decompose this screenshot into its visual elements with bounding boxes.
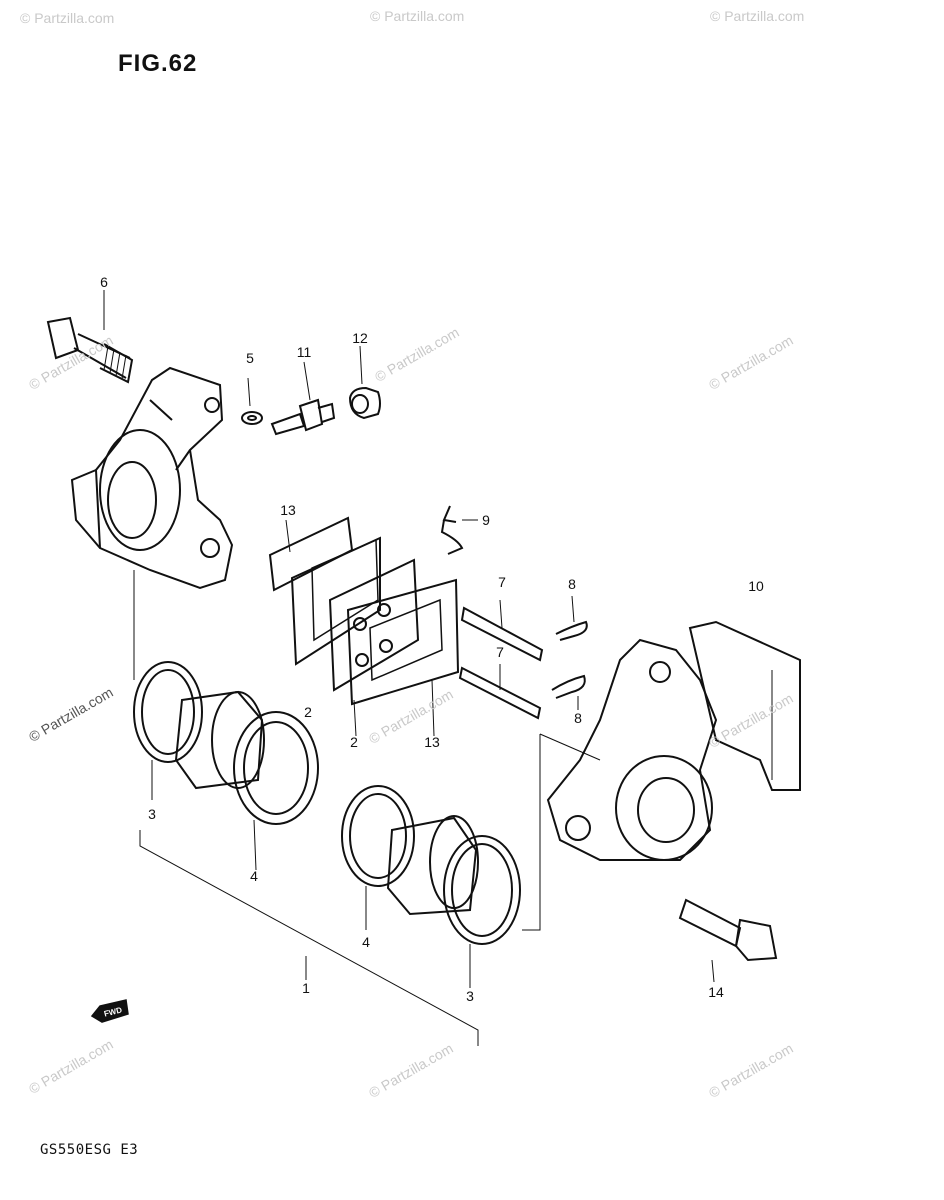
callout-4-left: 4	[250, 868, 258, 884]
callout-13-upper: 13	[280, 502, 296, 518]
cap-12-drawing	[348, 345, 381, 420]
watermark: © Partzilla.com	[370, 8, 465, 24]
center-piston-set-drawing	[341, 785, 521, 988]
fwd-arrow-icon	[90, 999, 129, 1023]
washer-5-drawing	[241, 377, 263, 425]
callout-11: 11	[296, 344, 312, 360]
watermark: © Partzilla.com	[20, 10, 115, 26]
callout-13-lower: 13	[424, 734, 440, 750]
callout-6: 6	[100, 274, 108, 290]
pin-7-upper-drawing	[460, 599, 544, 662]
callout-8-upper: 8	[568, 576, 576, 592]
callout-12: 12	[352, 330, 368, 346]
callout-3-left: 3	[148, 806, 156, 822]
assembly-bracket-lines	[133, 570, 601, 1046]
callout-1: 1	[302, 980, 310, 996]
callout-2-pad: 2	[350, 734, 358, 750]
left-caliper-body-drawing	[70, 366, 234, 590]
bolt-14-drawing	[678, 898, 778, 983]
figure-title: FIG.62	[118, 50, 198, 77]
clip-8-upper-drawing	[555, 595, 588, 641]
callout-5: 5	[246, 350, 254, 366]
pad-spring-9-drawing	[440, 505, 478, 555]
right-caliper-drawing	[546, 620, 801, 861]
left-piston-set-drawing	[133, 661, 319, 871]
bolt-6-drawing	[46, 290, 134, 384]
callout-2-right: 2	[304, 704, 312, 720]
model-code: GS550ESG E3	[40, 1142, 139, 1158]
callout-3-center: 3	[466, 988, 474, 1004]
clip-8-lower-drawing	[551, 674, 586, 710]
watermark: © Partzilla.com	[710, 8, 805, 24]
bleeder-11-drawing	[270, 361, 336, 436]
callout-9: 9	[482, 512, 490, 528]
callout-4-center: 4	[362, 934, 370, 950]
pin-7-lower-drawing	[458, 664, 542, 720]
callout-14: 14	[708, 984, 724, 1000]
callout-7-lower: 7	[496, 644, 504, 660]
callout-10: 10	[748, 578, 764, 594]
callout-7-upper: 7	[498, 574, 506, 590]
brake-pad-set-drawing	[268, 516, 460, 737]
callout-8-lower: 8	[574, 710, 582, 726]
